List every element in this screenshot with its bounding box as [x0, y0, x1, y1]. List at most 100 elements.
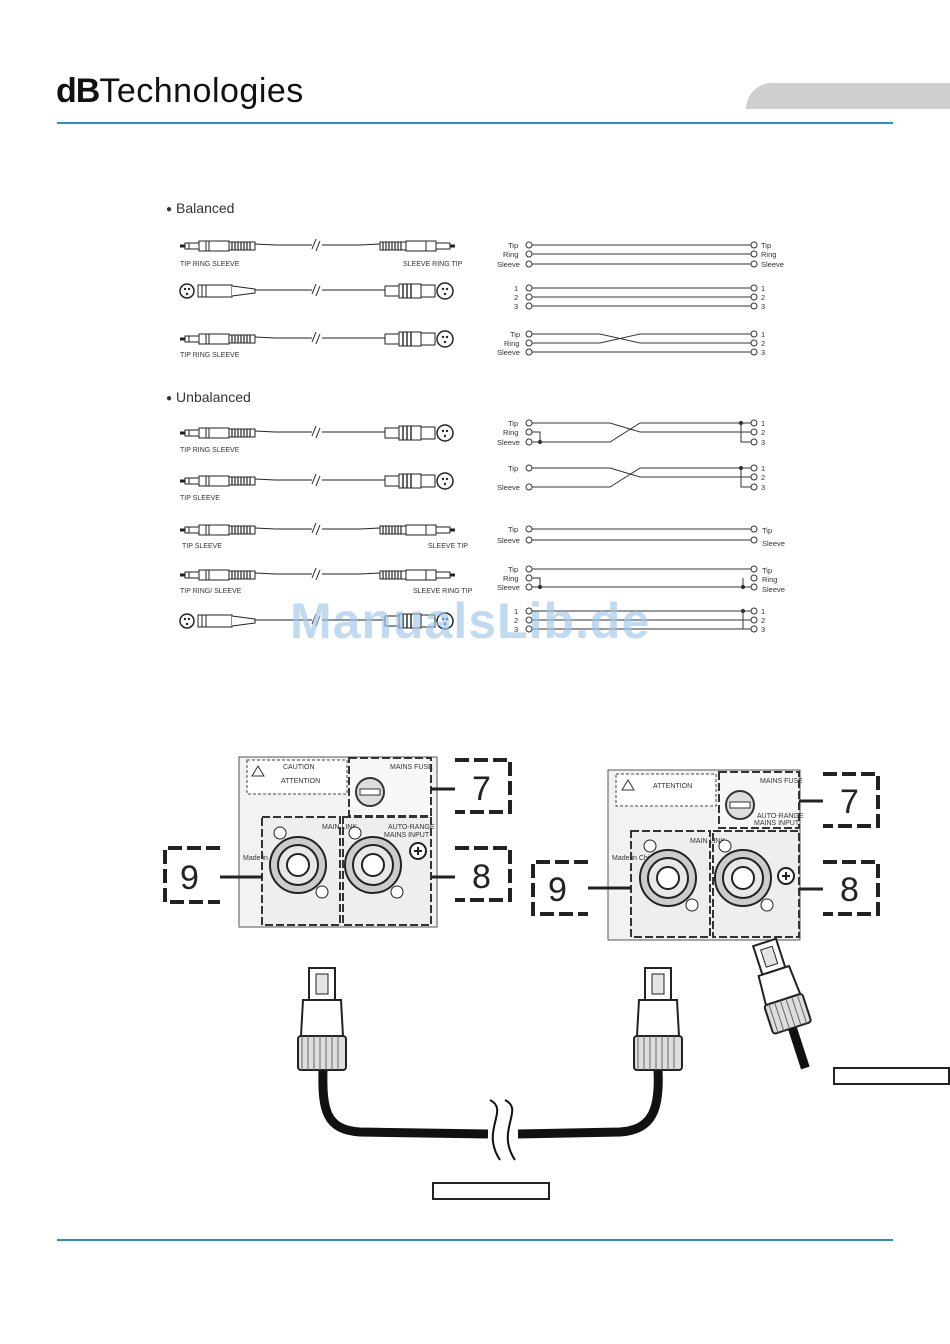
caption-sleeve-ring-tip-2: SLEEVE RING TIP [413, 588, 473, 595]
pin-tip: Tip [508, 565, 518, 574]
header-divider [57, 122, 893, 124]
pin-tip: Tip [762, 526, 772, 535]
cable-unbalanced-trs-xlr [179, 424, 454, 442]
powercon-link-connector [269, 826, 329, 899]
pin-sleeve: Sleeve [497, 438, 520, 447]
pin-tip: Tip [510, 330, 520, 339]
rear-panel-left: CAUTION ATTENTION MAINS FUSE MAIN LINK A… [238, 756, 438, 928]
pinout-labels: Tip Ring Sleeve Tip Ring Sleeve 1 2 3 1 … [497, 241, 785, 634]
cable-unbalanced-trs-trs [179, 567, 456, 581]
pin-3: 3 [761, 625, 765, 634]
panel-mains-input-text: MAINS INPUT [754, 820, 800, 827]
callout-number: 8 [472, 858, 491, 896]
caption-tip-ring-sleeve-2: TIP RING SLEEVE [180, 352, 240, 359]
pin-1: 1 [514, 284, 518, 293]
callout-left-7: 7 [431, 758, 512, 814]
pin-tip: Tip [508, 241, 518, 250]
pin-1: 1 [761, 607, 765, 616]
section-balanced: ●Balanced [166, 200, 235, 216]
pin-tip: Tip [762, 566, 772, 575]
callout-left-8: 8 [431, 846, 512, 902]
pin-3: 3 [761, 483, 765, 492]
pin-tip: Tip [761, 241, 771, 250]
pinout-unbalanced-ts-xlr [525, 464, 758, 491]
cable-unbalanced-xlr-trs [179, 612, 454, 630]
callout-number: 7 [472, 770, 491, 808]
pin-sleeve: Sleeve [497, 348, 520, 357]
pin-tip: Tip [508, 464, 518, 473]
pinout-unbalanced-xlr-trs [525, 607, 758, 633]
caption-tip-sleeve-2: TIP SLEEVE [182, 543, 222, 550]
mains-cable-label-box [833, 1067, 950, 1085]
pin-ring: Ring [762, 575, 777, 584]
pin-tip: Tip [508, 525, 518, 534]
callout-number: 7 [840, 783, 859, 821]
pin-ring: Ring [503, 574, 518, 583]
page-tab [746, 83, 950, 109]
cable-unbalanced-ts-xlr [179, 472, 454, 490]
panel-made-in-text: Made in China [612, 855, 657, 862]
cable-balanced-xlr-xlr [179, 282, 454, 300]
panel-main-link-text: MAIN LINK [322, 824, 357, 831]
panel-caution-text: CAUTION [283, 764, 315, 771]
pin-2: 2 [761, 473, 765, 482]
watermark: ManualsLib.de [290, 593, 651, 649]
pinout-unbalanced-ts-ts [525, 525, 758, 544]
cable-unbalanced-ts-ts [179, 522, 456, 536]
pin-2: 2 [514, 616, 518, 625]
callout-number: 9 [548, 871, 567, 909]
caption-tip-ring-sleeve-3: TIP RING SLEEVE [180, 447, 240, 454]
panel-mains-input-text: MAINS INPUT [384, 832, 430, 839]
caption-tip-ring-sleeve-slash: TIP RING/ SLEEVE [180, 588, 242, 595]
pinout-balanced-trs-trs [525, 241, 758, 268]
pin-1: 1 [761, 330, 765, 339]
pin-3: 3 [761, 302, 765, 311]
pin-ring: Ring [504, 339, 519, 348]
pin-2: 2 [761, 616, 765, 625]
brand-logo-bold: dB [56, 72, 100, 110]
panel-attention-text: ATTENTION [653, 783, 692, 790]
pin-sleeve: Sleeve [497, 583, 520, 592]
pin-1: 1 [761, 284, 765, 293]
panel-mains-fuse-text: MAINS FUSE [760, 778, 803, 785]
pin-1: 1 [761, 419, 765, 428]
powercon-input-connector [344, 826, 427, 899]
callout-right-7: 7 [799, 772, 880, 828]
pin-2: 2 [761, 428, 765, 437]
pinout-unbalanced-trs-xlr [525, 419, 758, 446]
pin-sleeve: Sleeve [497, 483, 520, 492]
callout-number: 9 [180, 859, 199, 897]
pin-2: 2 [514, 293, 518, 302]
pin-3: 3 [761, 348, 765, 357]
pinout-unbalanced-trs-trs [525, 565, 758, 591]
caption-tip-ring-sleeve: TIP RING SLEEVE [180, 261, 240, 268]
panel-auto-range-text: AUTO-RANGE [757, 813, 804, 820]
pin-ring: Ring [761, 250, 776, 259]
powercon-link-cable [297, 967, 683, 1161]
pin-sleeve: Sleeve [762, 585, 785, 594]
pin-2: 2 [761, 339, 765, 348]
callout-left-9: 9 [163, 846, 262, 904]
panel-made-in-text: Made in China [243, 855, 288, 862]
link-cable-label-box [432, 1182, 550, 1200]
pinout-balanced-xlr-xlr [525, 284, 758, 310]
pin-1: 1 [761, 464, 765, 473]
pin-tip: Tip [508, 419, 518, 428]
rear-panel-right: ATTENTION MAINS FUSE MAIN LINK AUTO-RANG… [607, 769, 804, 941]
brand-logo-name: Technologies [99, 72, 304, 110]
panel-main-link-text: MAIN LINK [690, 838, 725, 845]
panel-attention-text: ATTENTION [281, 778, 320, 785]
mains-input-cable [751, 937, 812, 1070]
powercon-input-connector [714, 839, 795, 912]
powercon-link-connector [639, 839, 699, 912]
callout-right-9: 9 [531, 860, 631, 916]
footer-divider [57, 1239, 893, 1241]
pin-sleeve: Sleeve [497, 536, 520, 545]
caption-tip-sleeve: TIP SLEEVE [180, 495, 220, 502]
pin-sleeve: Sleeve [761, 260, 784, 269]
pin-sleeve: Sleeve [762, 539, 785, 548]
callout-right-8: 8 [799, 860, 880, 916]
pin-ring: Ring [503, 250, 518, 259]
cable-balanced-trs-xlr [179, 330, 454, 348]
